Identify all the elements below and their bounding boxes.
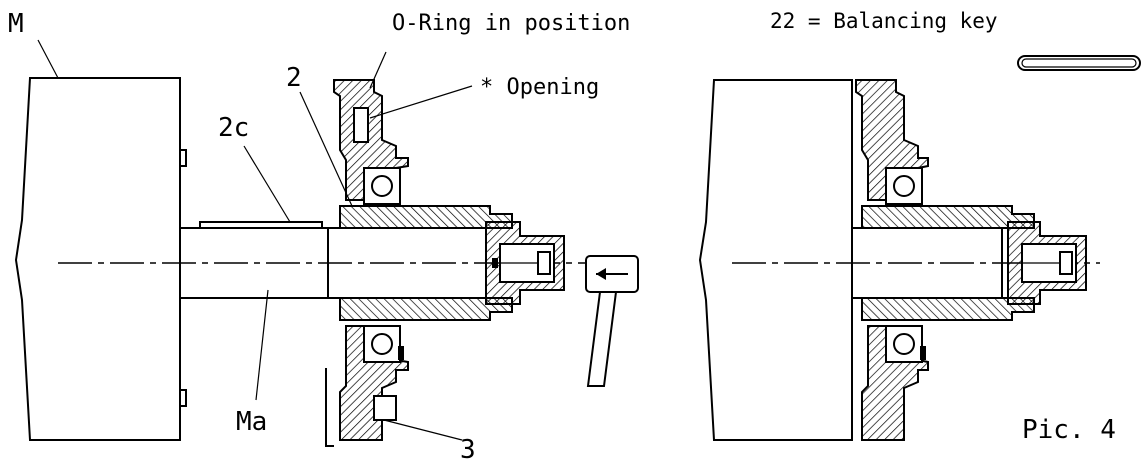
balancing-key-icon xyxy=(1017,55,1141,71)
motor-housing-right xyxy=(698,79,853,441)
label-part-3: 3 xyxy=(460,435,476,462)
key-2c xyxy=(199,221,323,229)
label-part-2c: 2c xyxy=(218,113,249,143)
label-motor: M xyxy=(8,9,24,39)
right-assembly xyxy=(698,79,1100,441)
label-figure: Pic. 4 xyxy=(1022,415,1116,445)
label-key-legend: 22 = Balancing key xyxy=(770,9,998,33)
label-oring: O-Ring in position xyxy=(392,11,630,36)
label-part-2: 2 xyxy=(286,63,302,93)
hammer xyxy=(585,255,639,387)
bearing-upper xyxy=(363,167,401,205)
label-opening: * Opening xyxy=(480,75,599,100)
label-shaft-ma: Ma xyxy=(236,407,267,437)
bearing-lower xyxy=(363,325,401,363)
motor-housing xyxy=(14,77,181,441)
left-assembly xyxy=(14,39,639,447)
